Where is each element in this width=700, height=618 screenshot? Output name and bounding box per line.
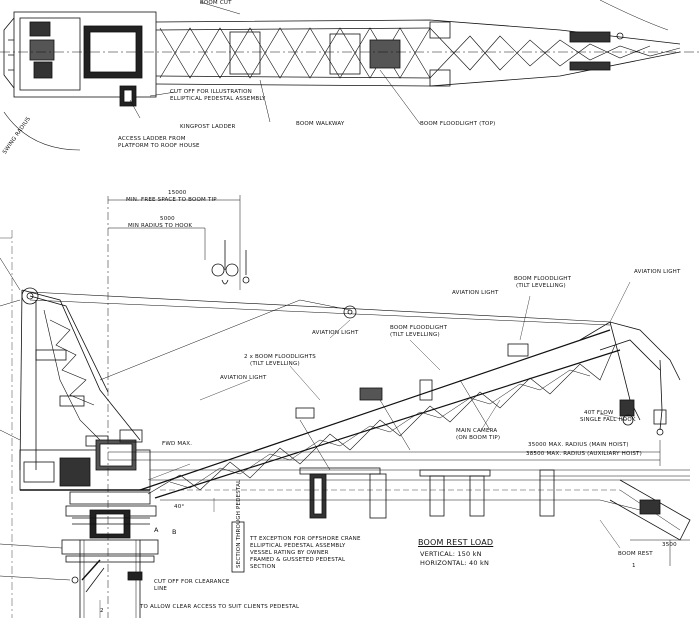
- angle-label: 40°: [174, 504, 185, 510]
- radius-main-label: 35000 MAX. RADIUS (MAIN HOIST): [528, 442, 629, 448]
- boom-floodlights-label-3: 2 x BOOM FLOODLIGHTS: [244, 354, 316, 360]
- max-height-dim: 15000: [168, 190, 187, 196]
- aviation-light-mid-label: AVIATION LIGHT: [452, 290, 499, 296]
- pedestal-note-3: TT EXCEPTION FOR OFFSHORE CRANE: [250, 536, 361, 542]
- pedestal-note-6: FRAMED & GUSSETED PEDESTAL: [250, 557, 346, 563]
- boom-floodlights-label-3b: (TILT LEVELLING): [250, 361, 300, 367]
- main-camera-label-1: MAIN CAMERA: [456, 428, 498, 434]
- bottom-access-note: TO ALLOW CLEAR ACCESS TO SUIT CLIENTS PE…: [140, 604, 300, 610]
- cut-off-note-2: LINE: [154, 586, 168, 592]
- dim-3500-label: 3500: [662, 542, 677, 548]
- num-1-label: 1: [632, 563, 636, 569]
- section-b-label: B: [172, 528, 177, 536]
- plan-view: [0, 0, 700, 151]
- radius-aux-label: 38500 MAX. RADIUS (AUXILIARY HOIST): [526, 451, 642, 457]
- fwd-max-label: FWD MAX.: [162, 441, 193, 447]
- boom-cutoff-label: BOOM CUT: [200, 0, 232, 6]
- min-radius-text: MIN RADIUS TO HOOK: [128, 223, 193, 229]
- aux-hook-label-2: SINGLE FALL HOOK: [580, 417, 636, 423]
- boom-rest-vertical: VERTICAL: 150 kN: [420, 550, 482, 558]
- section-a-label: A: [154, 526, 159, 534]
- aviation-light-left-label: AVIATION LIGHT: [220, 375, 267, 381]
- boom-light-top-label: BOOM FLOODLIGHT (TOP): [420, 121, 496, 127]
- kingpost-ladder-label: KINGPOST LADDER: [180, 124, 236, 130]
- access-ladder-label-2: PLATFORM TO ROOF HOUSE: [118, 143, 200, 149]
- pedestal-note-4: ELLIPTICAL PEDESTAL ASSEMBLY: [250, 543, 346, 549]
- boom-floodlight-label-1: BOOM FLOODLIGHT: [514, 276, 572, 282]
- min-radius-dim: 5000: [160, 216, 175, 222]
- aviation-light-right-label: AVIATION LIGHT: [312, 330, 359, 336]
- max-height-text: MIN. FREE SPACE TO BOOM TIP: [126, 197, 217, 203]
- aviation-light-top-label: AVIATION LIGHT: [634, 269, 681, 275]
- pedestal-note-top-2: ELLIPTICAL PEDESTAL ASSEMBLY: [170, 96, 266, 102]
- boom-rest-title: BOOM REST LOAD: [418, 538, 494, 547]
- pedestal-note-top-1: CUT OFF FOR ILLUSTRATION: [170, 89, 252, 95]
- cut-off-note-1: CUT OFF FOR CLEARANCE: [154, 579, 230, 585]
- left-margin-callouts: [0, 257, 71, 581]
- elevation-view: [0, 195, 691, 618]
- aux-hook-label-1: 40T FLOW: [584, 410, 614, 416]
- boom-rest-horizontal: HORIZONTAL: 40 kN: [420, 559, 490, 567]
- access-ladder-label-1: ACCESS LADDER FROM: [118, 136, 186, 142]
- boom-rest-side-label: BOOM REST: [618, 551, 653, 557]
- pedestal-note-7: SECTION: [250, 564, 276, 570]
- boom-floodlight-label-2b: (TILT LEVELLING): [390, 332, 440, 338]
- boom-floodlight-label-2: BOOM FLOODLIGHT: [390, 325, 448, 331]
- num-2-label: 2: [100, 608, 104, 614]
- pedestal-note-5: VESSEL RATING BY OWNER: [250, 550, 329, 556]
- boom-floodlight-label-1b: (TILT LEVELLING): [516, 283, 566, 289]
- vertical-section-label: SECTION THROUGH PEDESTAL: [236, 479, 242, 568]
- boom-walkway-label: BOOM WALKWAY: [296, 121, 345, 127]
- main-camera-label-2: (ON BOOM TIP): [456, 435, 501, 441]
